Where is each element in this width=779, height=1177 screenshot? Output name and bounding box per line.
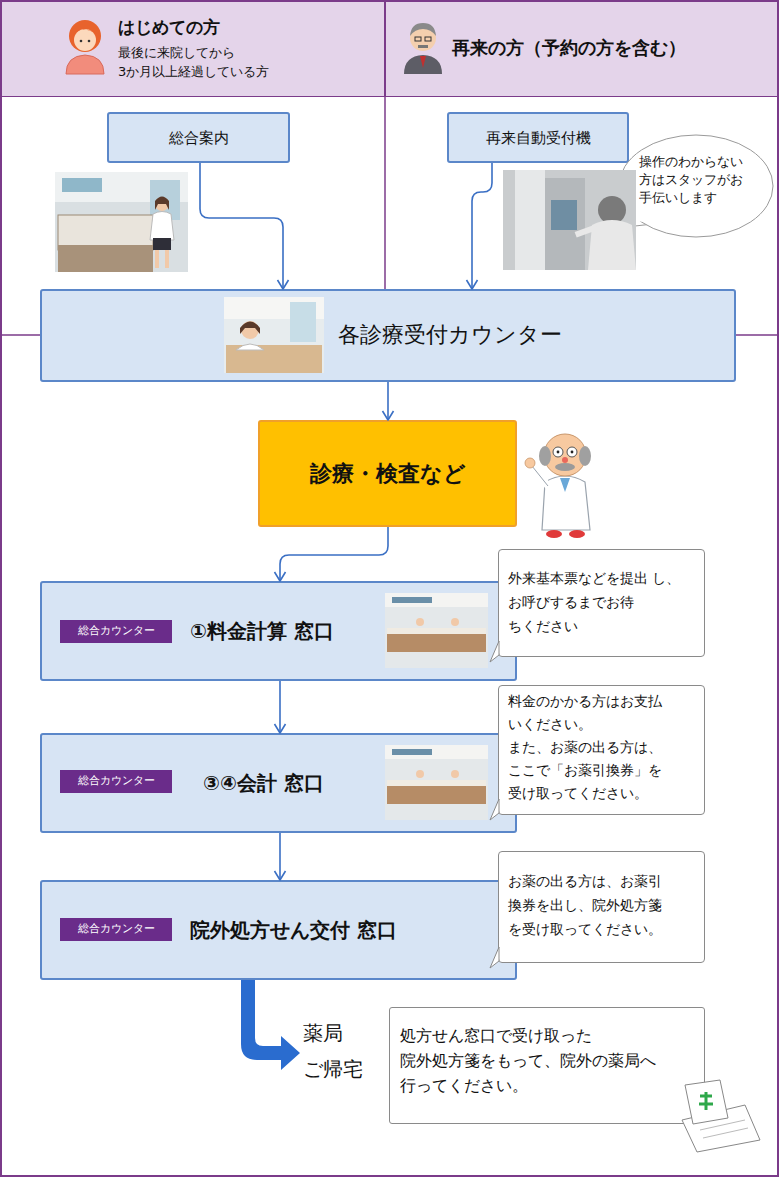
counter-tag: 総合カウンター [60, 770, 172, 793]
note-callout: お薬の出る方は、お薬引 換券を出し、院外処方箋 を受け取ってください。 [498, 851, 705, 963]
prescription-icon [682, 1080, 760, 1152]
speech-bubble: 操作のわからない 方はスタッフがお 手伝いします [618, 133, 774, 239]
node-text: 総合カウンター [60, 774, 172, 788]
node-text: 総合案内 [109, 128, 288, 148]
counter-tag: 総合カウンター [60, 620, 172, 643]
bubble-join [626, 212, 658, 222]
person-icon-man [404, 23, 442, 74]
node-text: 総合カウンター [60, 624, 172, 638]
reception-photo [55, 172, 188, 272]
window-photo [385, 745, 488, 820]
node-text: 料金のかかる方はお支払 いください。 [508, 690, 698, 736]
process-box: 再来自動受付機 [447, 112, 629, 163]
bubble-ellipse [619, 135, 773, 237]
node-text: 操作のわからない 方はスタッフがお 手伝いします [639, 153, 755, 207]
node-text: 再来の方（予約の方を含む） [452, 36, 772, 59]
header-cell: 再来の方（予約の方を含む） [385, 1, 778, 97]
counter-tag: 総合カウンター [60, 918, 172, 941]
node-text: 診療・検査など [260, 459, 515, 488]
callout-tail [490, 641, 499, 662]
counter-photo [224, 297, 324, 373]
callout-tail [490, 947, 499, 968]
node-text: ①料金計算 窓口 [190, 618, 420, 644]
window-box: ①料金計算 窓口 総合カウンター [40, 581, 517, 681]
process-box: 総合案内 [107, 112, 290, 163]
node-text: 最後に来院してから 3か月以上経過している方 [118, 43, 288, 81]
person-icon-woman [66, 20, 104, 74]
window-box: 院外処方せん交付 窓口 総合カウンター [40, 880, 517, 980]
window-box: ③④会計 窓口 総合カウンター [40, 733, 517, 833]
note-callout: 外来基本票などを提出 し、お呼びするまでお待 ちください [498, 549, 705, 657]
destination-label: 薬局 ご帰宅 [303, 1015, 375, 1087]
window-photo [385, 593, 488, 668]
note-box: 処方せん窓口で受け取った 院外処方箋をもって、院外の薬局へ 行ってください。 [389, 1007, 705, 1124]
flow-arrow [279, 681, 281, 733]
exit-arrow [241, 980, 300, 1070]
node-text: 処方せん窓口で受け取った 院外処方箋をもって、院外の薬局へ 行ってください。 [400, 1024, 700, 1099]
flow-arrow [200, 163, 283, 289]
node-text: お薬の出る方は、お薬引 換券を出し、院外処方箋 を受け取ってください。 [508, 869, 698, 941]
flow-arrow [280, 527, 388, 581]
process-box: 各診療受付カウンター [40, 289, 736, 382]
process-box: 診療・検査など [258, 420, 517, 527]
node-text: 院外処方せん交付 窓口 [190, 917, 490, 943]
header-cell: はじめての方最後に来院してから 3か月以上経過している方 [1, 1, 385, 97]
node-text: 各診療受付カウンター [338, 320, 678, 349]
machine-photo [503, 170, 636, 270]
node-text: はじめての方 [118, 16, 338, 38]
flow-arrow [472, 163, 492, 289]
flow-arrow [279, 833, 281, 880]
note-callout: 料金のかかる方はお支払 いください。また、お薬の出る方は、 ここで「お薬引換券」… [498, 685, 705, 815]
node-text: 総合カウンター [60, 922, 172, 936]
callout-tail [490, 799, 499, 820]
node-text: ③④会計 窓口 [203, 770, 423, 796]
node-text: 外来基本票などを提出 し、お呼びするまでお待 ちください [508, 566, 698, 638]
node-text: また、お薬の出る方は、 ここで「お薬引換券」を 受け取ってください。 [508, 736, 698, 805]
doctor-illustration [525, 434, 591, 538]
flow-arrow [387, 382, 389, 420]
node-text: 再来自動受付機 [449, 128, 627, 148]
